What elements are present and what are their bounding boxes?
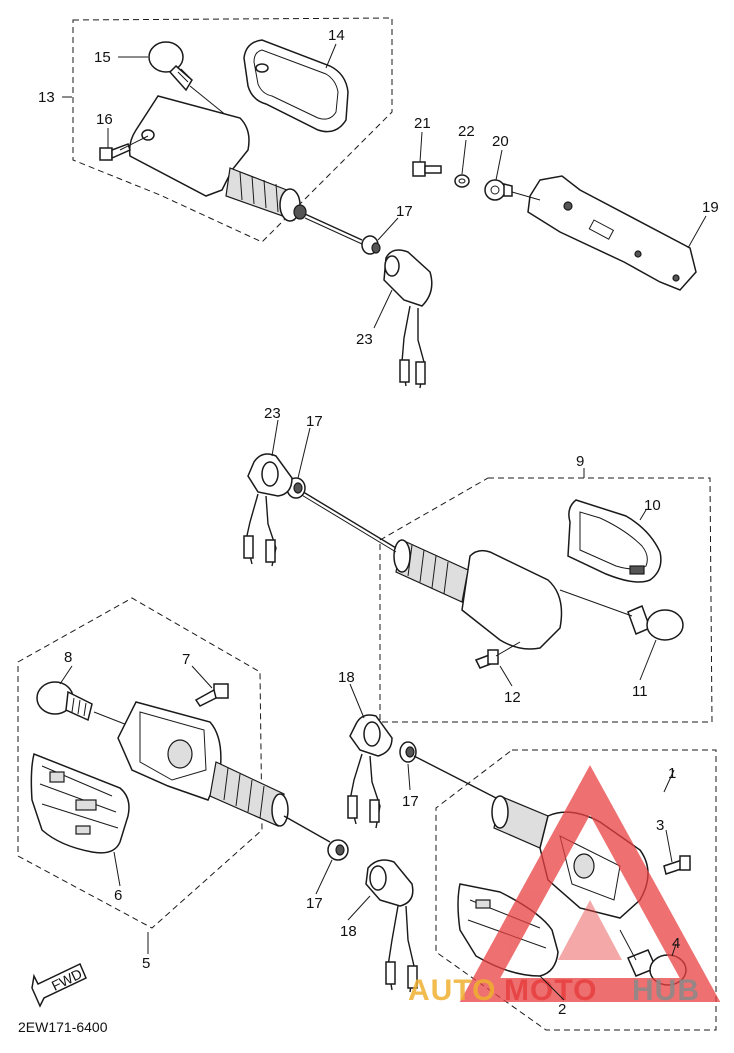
callout-14: 14 [328, 27, 345, 44]
screw-3 [663, 855, 691, 875]
callout-5: 5 [142, 955, 150, 972]
grommet-17-bottom-left [327, 839, 349, 861]
watermark-text: AUTO MOTO HUB [408, 974, 700, 1007]
washer-22 [454, 174, 470, 188]
callout-4: 4 [672, 935, 680, 952]
nut-20 [484, 179, 513, 201]
leader-lines [59, 43, 707, 1001]
housing-9 [393, 539, 563, 650]
connector-23-middle [243, 453, 293, 567]
grommet-17-bottom-right [399, 741, 501, 801]
assembly-5-boundary [17, 597, 263, 929]
callout-17-top: 17 [396, 203, 413, 220]
callout-19: 19 [702, 199, 719, 216]
connector-23-top [383, 249, 433, 389]
callout-18-bottom: 18 [340, 923, 357, 940]
assembly-1-boundary [435, 749, 717, 1031]
grommet-17-top [361, 235, 381, 255]
screw-12 [474, 641, 521, 669]
callout-17-bottom-right: 17 [402, 793, 419, 810]
callout-8: 8 [64, 649, 72, 666]
diagram-code: 2EW171-6400 [18, 1019, 108, 1035]
callout-3: 3 [656, 817, 664, 834]
callout-7: 7 [182, 651, 190, 668]
bracket-19 [511, 175, 697, 291]
assembly-13-boundary [72, 17, 393, 243]
lens-10 [567, 499, 662, 583]
housing-5 [117, 701, 331, 843]
assembly-9-group [379, 477, 713, 723]
callout-15: 15 [94, 49, 111, 66]
callout-23-top: 23 [356, 331, 373, 348]
callout-17-middle: 17 [306, 413, 323, 430]
lens-14 [243, 39, 349, 133]
watermark-text-hub: HUB [632, 974, 700, 1007]
callout-11: 11 [632, 683, 648, 700]
callout-2: 2 [558, 1001, 566, 1018]
screw-7 [194, 683, 229, 707]
callout-16: 16 [96, 111, 113, 128]
watermark-triangle-inner [558, 900, 622, 960]
callout-9: 9 [576, 453, 584, 470]
connector-18-middle [347, 714, 393, 829]
callout-6: 6 [114, 887, 122, 904]
housing-13 [128, 95, 363, 245]
watermark-triangle-outer [459, 765, 721, 1002]
bolt-21 [412, 161, 442, 177]
callout-21: 21 [414, 115, 431, 132]
callout-13: 13 [38, 89, 55, 106]
watermark-text-moto: MOTO [504, 974, 597, 1007]
fwd-label: FWD [49, 965, 85, 993]
callout-20: 20 [492, 133, 509, 150]
assembly-5-group [17, 597, 331, 929]
fwd-arrow-icon: FWD [31, 962, 87, 1008]
callout-10: 10 [644, 497, 661, 514]
watermark-logo [459, 765, 721, 1002]
callout-23-middle: 23 [264, 405, 281, 422]
lens-6 [30, 752, 130, 854]
callout-18-middle: 18 [338, 669, 355, 686]
callout-12: 12 [504, 689, 521, 706]
assembly-13-group [72, 17, 393, 245]
callout-22: 22 [458, 123, 475, 140]
callout-17-bottom-left: 17 [306, 895, 323, 912]
wire-middle [299, 489, 397, 553]
watermark-text-auto: AUTO [408, 974, 496, 1007]
callout-1: 1 [668, 765, 676, 782]
screw-16 [99, 143, 131, 161]
bulb-8 [36, 681, 141, 731]
assembly-9-boundary [379, 477, 713, 723]
bulb-15 [148, 41, 233, 121]
bulb-11 [559, 589, 684, 641]
connector-18-bottom [365, 859, 418, 993]
